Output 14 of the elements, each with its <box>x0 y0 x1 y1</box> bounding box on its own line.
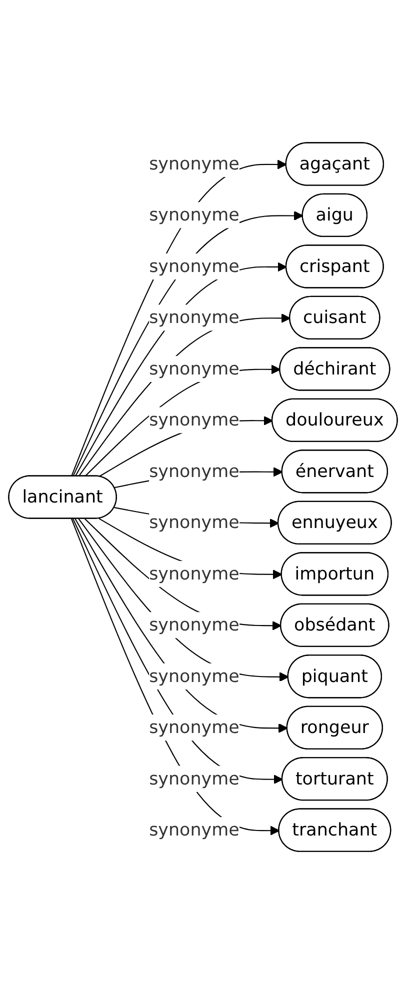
edge-label: synonyme <box>149 460 240 482</box>
edge-label: synonyme <box>149 154 240 174</box>
edge-label: synonyme <box>149 563 240 584</box>
edge-label: synonyme <box>149 410 240 430</box>
edge-label: synonyme <box>149 717 240 738</box>
edge-label: synonyme <box>149 358 240 380</box>
edge-label: synonyme <box>149 256 240 277</box>
edge-label: synonyme <box>149 666 240 687</box>
edge-label: synonyme <box>149 204 240 226</box>
edge-label: synonyme <box>149 614 240 636</box>
edge-label: synonyme <box>149 307 240 328</box>
edge-label: synonyme <box>149 768 240 790</box>
edge-label: synonyme <box>149 512 240 533</box>
edge-label: synonyme <box>149 820 240 840</box>
